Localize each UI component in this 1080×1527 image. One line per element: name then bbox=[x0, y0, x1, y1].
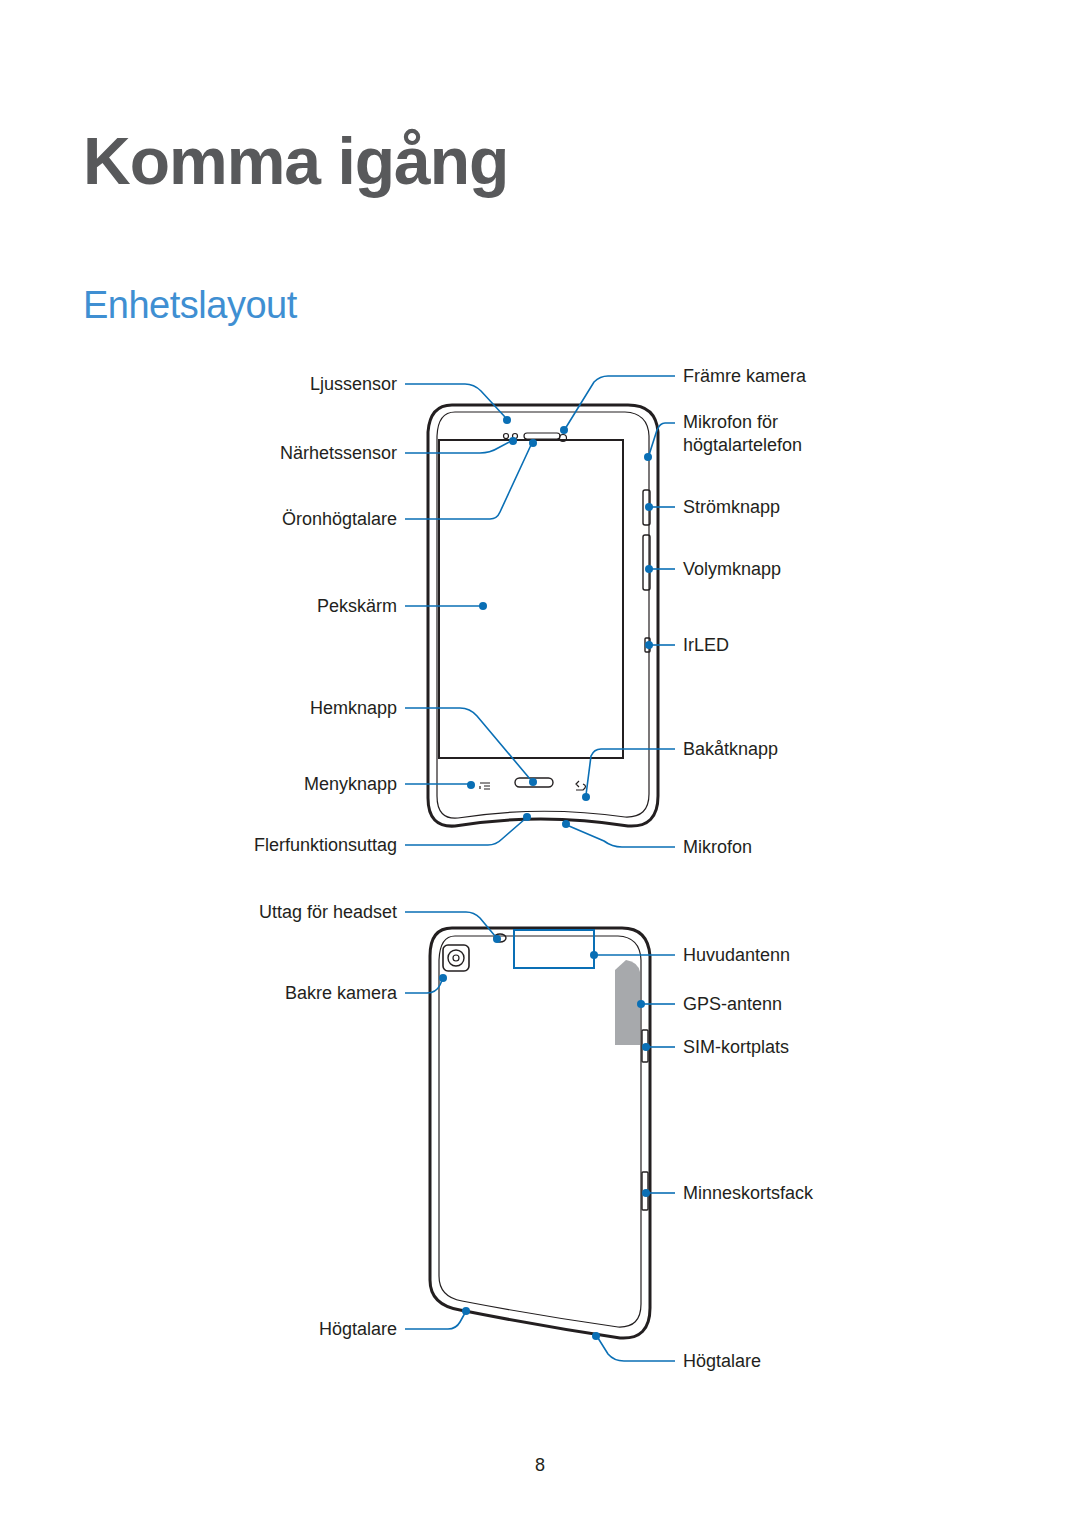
part-label: Volymknapp bbox=[683, 558, 781, 581]
part-label: Högtalare bbox=[683, 1350, 761, 1373]
part-label: Mikrofon för högtalartelefon bbox=[683, 411, 828, 457]
part-label: Bakåtknapp bbox=[683, 738, 778, 761]
part-label: Närhetssensor bbox=[280, 442, 397, 465]
part-label: Minneskortsfack bbox=[683, 1182, 813, 1205]
callout-dots bbox=[439, 416, 653, 1340]
leader-lines bbox=[405, 376, 675, 1361]
page-title: Komma igång bbox=[83, 128, 508, 194]
section-heading: Enhetslayout bbox=[83, 283, 297, 327]
page-number: 8 bbox=[535, 1454, 545, 1477]
part-label: Bakre kamera bbox=[285, 982, 397, 1005]
part-label: Hemknapp bbox=[310, 697, 397, 720]
part-label: Mikrofon bbox=[683, 836, 752, 859]
part-label: Öronhögtalare bbox=[282, 508, 397, 531]
part-label: SIM-kortplats bbox=[683, 1036, 789, 1059]
back-device bbox=[430, 928, 650, 1338]
part-label: Flerfunktionsuttag bbox=[254, 834, 397, 857]
part-label: Högtalare bbox=[319, 1318, 397, 1341]
part-label: Pekskärm bbox=[317, 595, 397, 618]
part-label: Huvudantenn bbox=[683, 944, 790, 967]
part-label: Menyknapp bbox=[304, 773, 397, 796]
part-label: IrLED bbox=[683, 634, 729, 657]
part-label: GPS-antenn bbox=[683, 993, 782, 1016]
front-device bbox=[428, 405, 658, 826]
part-label: Främre kamera bbox=[683, 365, 806, 388]
part-label: Strömknapp bbox=[683, 496, 780, 519]
part-label: Ljussensor bbox=[310, 373, 397, 396]
part-label: Uttag för headset bbox=[259, 901, 397, 924]
